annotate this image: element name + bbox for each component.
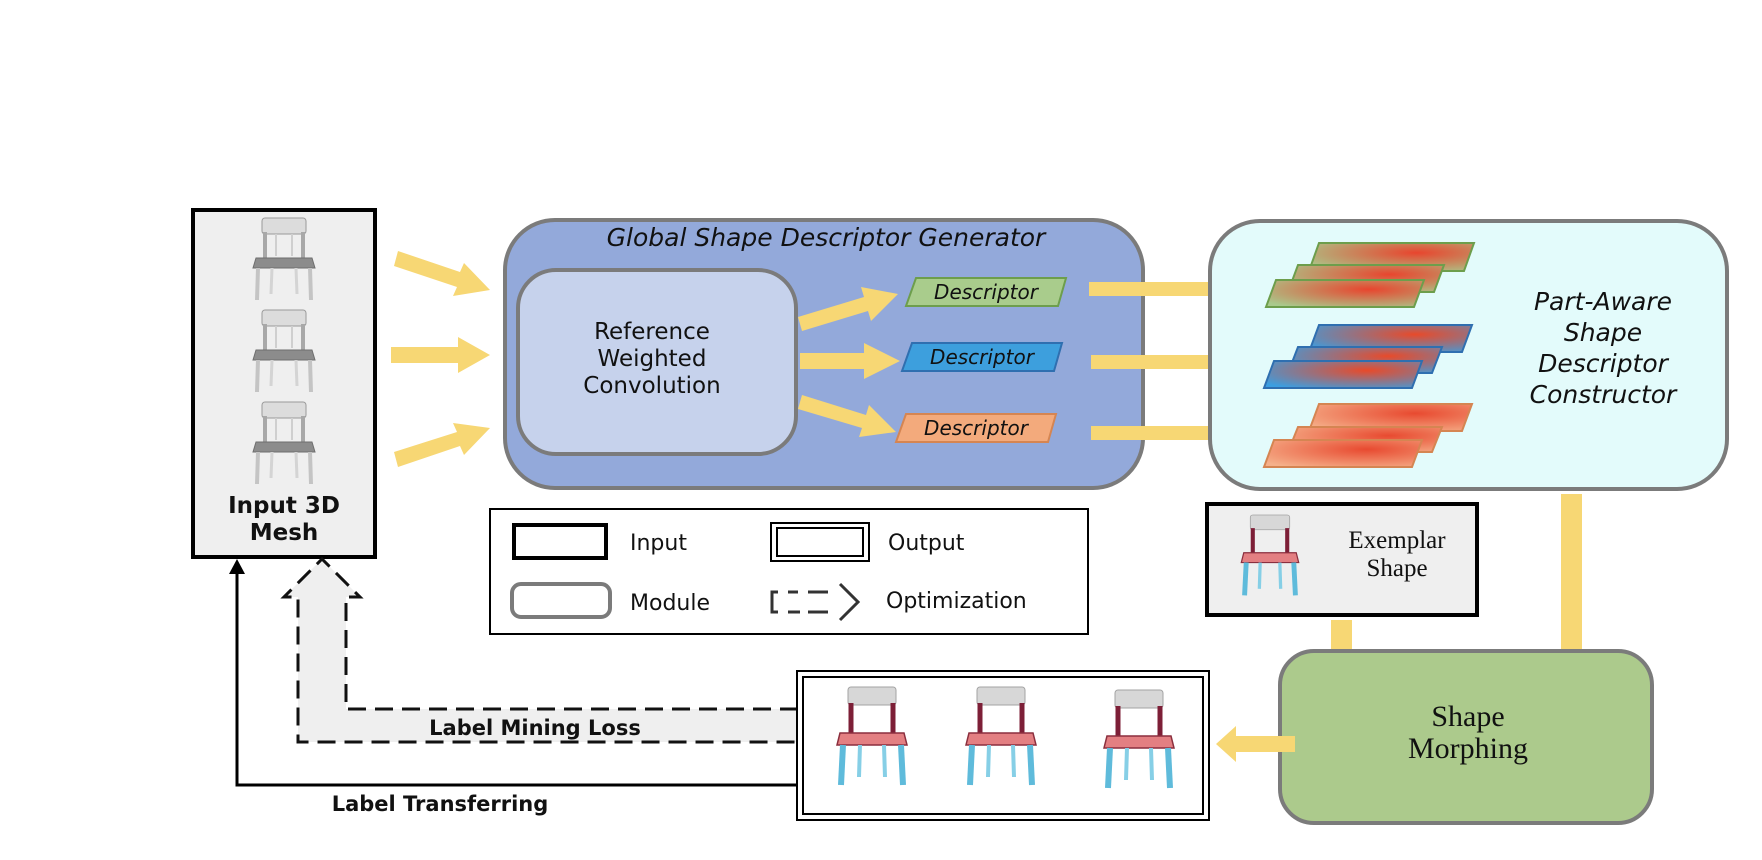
arrow-to-descriptor-orange [798, 395, 896, 437]
descriptor-orange-label: Descriptor [924, 416, 1030, 440]
part-descriptor-stack-orange [1262, 403, 1474, 468]
input-mesh-label-line2: Mesh [250, 520, 319, 546]
arrow-to-descriptor-green [798, 287, 898, 331]
label-transferring-path: Label Transferring [229, 559, 798, 816]
descriptor-green-label: Descriptor [934, 280, 1040, 304]
arrow-input-middle [391, 337, 490, 373]
constructor-label-line1: Part-Aware [1534, 287, 1672, 316]
label-mining-loss-path: Label Mining Loss [280, 556, 798, 744]
morphing-label-line1: Shape [1431, 700, 1504, 733]
exemplar-shape-panel: Exemplar Shape [1205, 502, 1479, 617]
descriptor-blue-label: Descriptor [930, 345, 1036, 369]
rwc-label-line2: Weighted [598, 346, 707, 372]
constructor-label-line3: Descriptor [1538, 349, 1670, 378]
reference-weighted-convolution-module: Reference Weighted Convolution [516, 268, 798, 456]
input-mesh-label-line1: Input 3D [228, 493, 340, 519]
arrow-input-top [394, 251, 490, 296]
label-mining-loss-text: Label Mining Loss [429, 716, 641, 740]
legend-module-label: Module [630, 591, 710, 616]
constructor-label-line4: Constructor [1530, 380, 1678, 409]
legend-optimization-swatch [770, 582, 861, 622]
legend: Input Output Module Optimization [489, 508, 1089, 635]
part-descriptor-stack-blue [1262, 324, 1474, 389]
module-to-descriptor-arrows [798, 287, 900, 437]
input-to-generator-arrows [391, 251, 490, 467]
exemplar-label-line1: Exemplar [1348, 527, 1446, 554]
arrow-to-descriptor-blue [800, 343, 900, 379]
descriptor-to-constructor-arrows [1089, 272, 1250, 450]
legend-module-swatch [510, 582, 612, 619]
descriptor-blue: Descriptor [900, 342, 1064, 372]
arrow-descriptor-green-out [1089, 272, 1250, 306]
legend-output-label: Output [888, 531, 965, 556]
legend-input-swatch [512, 523, 608, 560]
rwc-label-line1: Reference [594, 319, 710, 345]
part-aware-descriptor-constructor: Part-Aware Shape Descriptor Constructor [1208, 219, 1729, 491]
descriptor-orange: Descriptor [894, 413, 1058, 443]
morphing-label-line2: Morphing [1408, 732, 1528, 765]
constructor-label-line2: Shape [1564, 318, 1642, 347]
exemplar-label-line2: Shape [1366, 555, 1427, 582]
descriptor-green: Descriptor [904, 277, 1068, 307]
arrow-input-bottom [394, 423, 490, 467]
part-descriptor-stack-green [1264, 242, 1476, 308]
legend-input-label: Input [630, 531, 687, 556]
legend-optimization-label: Optimization [886, 589, 1027, 614]
arrow-descriptor-blue-out [1091, 345, 1250, 379]
label-transferring-text: Label Transferring [332, 792, 549, 816]
global-shape-descriptor-generator: Global Shape Descriptor Generator Refere… [503, 218, 1145, 490]
arrow-constructor-to-morphing [1548, 494, 1594, 676]
arrow-descriptor-orange-out [1091, 416, 1250, 450]
shape-morphing-module: Shape Morphing [1278, 649, 1654, 825]
arrow-morphing-to-output [1216, 726, 1295, 762]
generator-title: Global Shape Descriptor Generator [607, 223, 1047, 252]
output-segmented-shapes-panel [796, 670, 1210, 821]
rwc-label-line3: Convolution [583, 373, 720, 399]
input-mesh-panel: Input 3D Mesh [191, 208, 377, 559]
